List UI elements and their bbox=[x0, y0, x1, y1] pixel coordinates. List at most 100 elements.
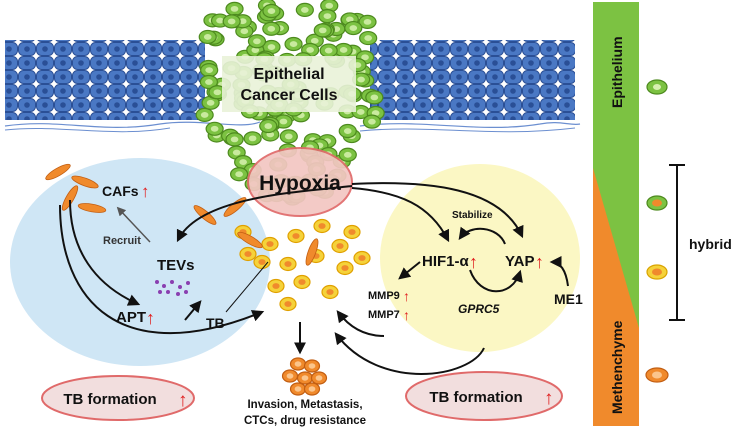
cancer-cell bbox=[318, 9, 337, 24]
bud-cell bbox=[279, 256, 297, 272]
phenotype-cell-hybrid-yellow bbox=[646, 264, 668, 280]
arrow-apt-small bbox=[184, 300, 202, 321]
me1-label: ME1 bbox=[554, 291, 583, 307]
tb-formation-left-label: TB formation bbox=[63, 391, 156, 408]
caf-spindle-cell bbox=[237, 231, 263, 249]
tev-dot bbox=[178, 285, 182, 289]
epithelial-label-box bbox=[222, 56, 356, 112]
cancer-cell bbox=[362, 114, 382, 129]
bud-cell bbox=[253, 254, 271, 270]
outcome-cell bbox=[289, 382, 307, 396]
cancer-cell bbox=[195, 107, 214, 123]
tb-pointer-line bbox=[225, 261, 269, 313]
outcome-cell bbox=[303, 359, 321, 373]
left-microenvironment-circle bbox=[10, 158, 270, 366]
hif1a-label: HIF1-α bbox=[422, 253, 470, 270]
arrow-mmp-to-tb bbox=[336, 310, 385, 337]
cancer-cell bbox=[319, 43, 338, 58]
tb-formation-right-up-arrow: ↑ bbox=[544, 388, 554, 409]
bud-cell bbox=[331, 238, 349, 254]
outcome-cell bbox=[310, 371, 328, 385]
cancer-cell bbox=[230, 167, 249, 182]
cancer-cell bbox=[243, 131, 262, 146]
tb-formation-right-oval bbox=[405, 371, 563, 421]
cancer-cell bbox=[262, 3, 281, 19]
tev-dot bbox=[170, 280, 174, 284]
outcome-cell bbox=[281, 369, 299, 383]
bud-cell bbox=[313, 218, 331, 234]
arrow-tevs-recruit-cafs bbox=[116, 206, 151, 243]
caf-spindle-cell bbox=[61, 185, 79, 211]
basement-membrane-left-2 bbox=[4, 127, 171, 133]
arrow-hif-gprc5-yap bbox=[469, 269, 523, 293]
cancer-cell bbox=[284, 36, 303, 52]
bud-cell bbox=[239, 246, 257, 262]
cancer-cell bbox=[225, 1, 244, 16]
tev-dot bbox=[166, 290, 170, 294]
arrow-to-tb-right bbox=[334, 332, 485, 375]
caf-spindle-cell bbox=[45, 163, 71, 181]
tev-vesicles bbox=[155, 280, 190, 296]
cancer-cell bbox=[320, 0, 339, 13]
tb-label: TB bbox=[206, 315, 225, 331]
caf-spindle-cell bbox=[305, 238, 319, 266]
tb-formation-left-oval bbox=[41, 375, 195, 421]
basement-membrane-right bbox=[359, 121, 581, 128]
cancer-cell bbox=[225, 132, 244, 147]
hybrid-label: hybrid bbox=[689, 236, 732, 252]
cancer-cell bbox=[200, 63, 219, 78]
basement-membrane-left bbox=[4, 121, 261, 128]
arrow-hypoxia-to-hif bbox=[351, 187, 450, 243]
cancer-cell bbox=[358, 14, 377, 29]
cancer-cell bbox=[295, 2, 314, 18]
epithelium-left-layer bbox=[5, 40, 205, 120]
bud-cell bbox=[336, 260, 354, 276]
cancer-cell bbox=[199, 74, 218, 90]
outcome-line1: Invasion, Metastasis, bbox=[247, 399, 362, 411]
epithelium-bar-label: Epithelium bbox=[609, 36, 625, 108]
apt-up-arrow: ↑ bbox=[146, 308, 155, 328]
cancer-cell bbox=[359, 30, 378, 46]
cancer-cell bbox=[201, 95, 220, 110]
tb-formation-left-up-arrow: ↑ bbox=[178, 390, 188, 411]
arrow-yap-stabilize-hif bbox=[458, 226, 506, 245]
cancer-cell bbox=[205, 121, 224, 136]
tb-formation-right-label: TB formation bbox=[429, 389, 522, 406]
bud-cell bbox=[279, 296, 297, 312]
tevs-label: TEVs bbox=[157, 257, 195, 274]
right-signaling-circle bbox=[380, 164, 580, 352]
tev-dot bbox=[184, 290, 188, 294]
yap-up-arrow: ↑ bbox=[535, 252, 544, 272]
tev-dot bbox=[155, 280, 159, 284]
outcome-line2: CTCs, drug resistance bbox=[244, 415, 366, 427]
mmp7-up-arrow: ↑ bbox=[403, 307, 410, 323]
cancer-cell bbox=[338, 123, 357, 139]
arrow-hypoxia-to-yap bbox=[351, 182, 524, 239]
cancer-cell bbox=[338, 147, 357, 162]
emt-bar-mesenchyme-wedge bbox=[593, 168, 639, 426]
cancer-cell bbox=[247, 34, 267, 49]
bud-cell bbox=[343, 224, 361, 240]
outcome-cell bbox=[296, 371, 314, 385]
cancer-cell bbox=[262, 21, 281, 36]
cancer-cell bbox=[259, 118, 278, 134]
bud-cell bbox=[321, 284, 339, 300]
cancer-cell bbox=[344, 20, 363, 36]
cafs-up-arrow: ↑ bbox=[141, 182, 150, 201]
arrow-caf-to-apt bbox=[69, 199, 141, 306]
bud-cell bbox=[267, 278, 285, 294]
tev-dot bbox=[158, 290, 162, 294]
mmp9-label: MMP9 bbox=[368, 290, 400, 302]
cancer-cell bbox=[365, 90, 384, 105]
yap-label: YAP bbox=[505, 253, 534, 270]
phenotype-cell-epithelial bbox=[646, 79, 668, 95]
epithelial-label: Epithelial bbox=[253, 66, 324, 83]
hypoxia-oval bbox=[247, 147, 353, 217]
epithelium-right-layer bbox=[370, 40, 575, 120]
gprc5-label: GPRC5 bbox=[458, 302, 500, 316]
mesenchyme-bar-label: Methenchyme bbox=[609, 320, 625, 414]
apt-label: APT bbox=[116, 309, 146, 326]
cancer-cell bbox=[351, 104, 370, 120]
bud-cell bbox=[287, 228, 305, 244]
